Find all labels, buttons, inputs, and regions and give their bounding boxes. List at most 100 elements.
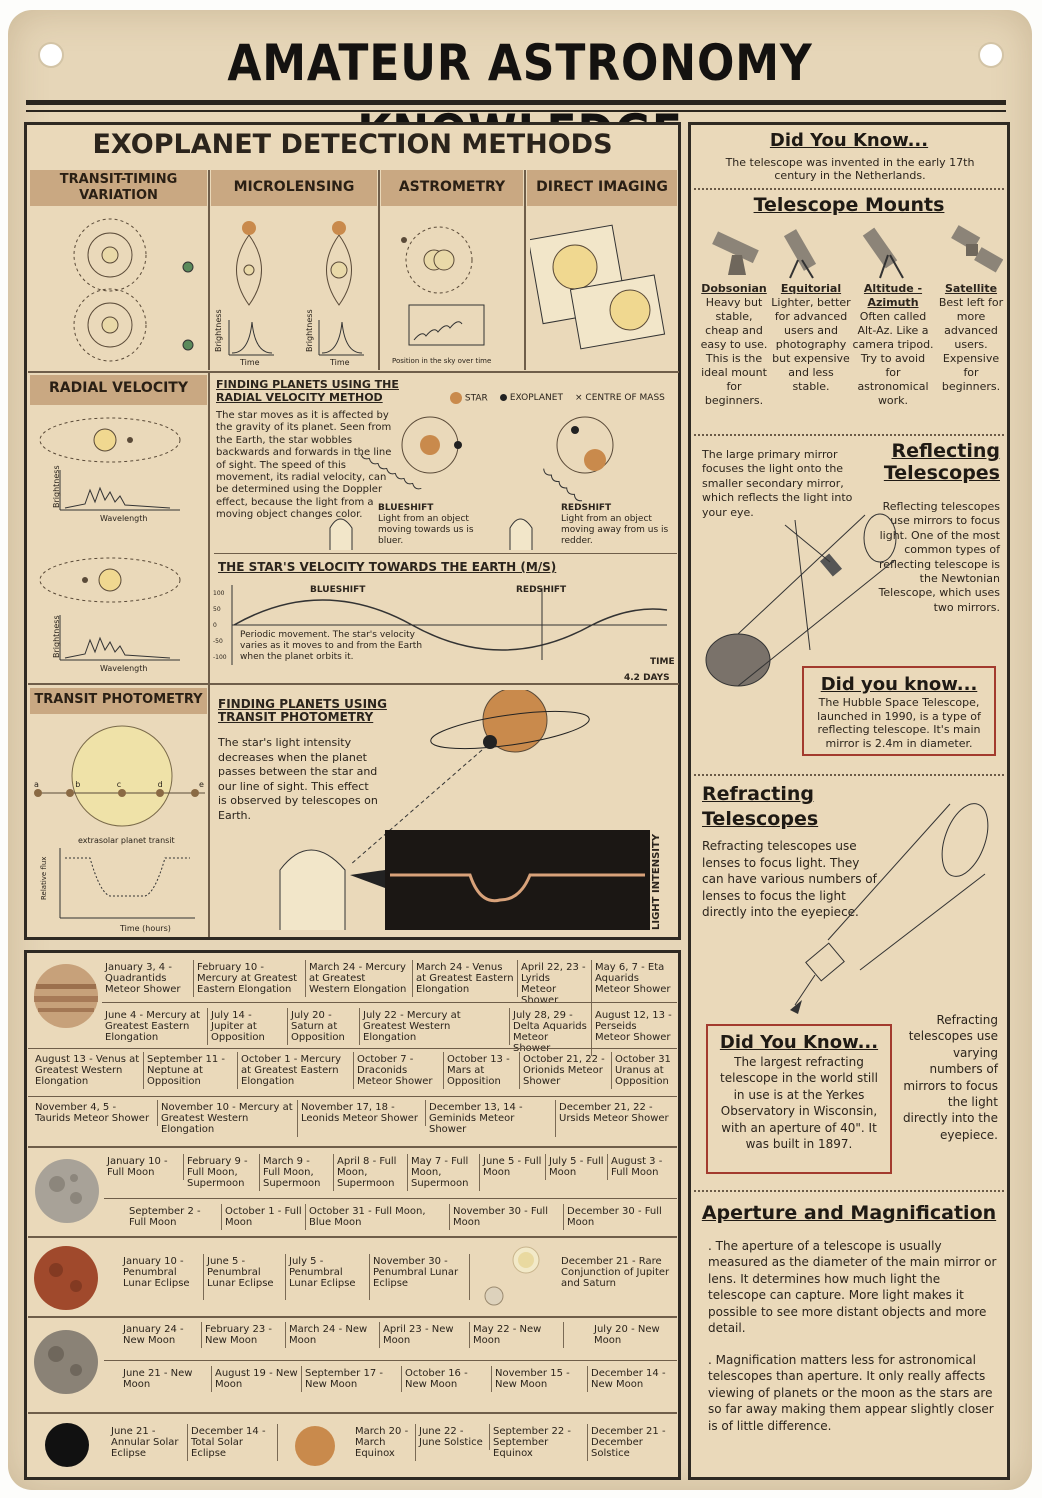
mount-name: Altitude - Azimuth	[863, 282, 923, 309]
method-direct-imaging-header: DIRECT IMAGING	[527, 170, 677, 206]
transit-xlabel: Time (hours)	[120, 924, 171, 933]
mount-equatorial: Equitorial Lighter, better for advanced …	[770, 282, 852, 394]
event-cell: June 21 - New Moon	[120, 1366, 212, 1392]
event-cell: January 10 - Penumbral Lunar Eclipse	[120, 1254, 204, 1300]
mounts-illustration	[712, 225, 1003, 279]
divider	[28, 371, 679, 373]
y-tick: 100	[213, 590, 225, 597]
mount-dobsonian: Dobsonian Heavy but stable, cheap and ea…	[698, 282, 770, 408]
event-cell: December 14 - Total Solar Eclipse	[188, 1424, 278, 1461]
event-cell: February 10 - Mercury at Greatest Easter…	[194, 960, 306, 997]
transit-points: a b c d e	[34, 778, 204, 791]
dyk3-box	[706, 1024, 892, 1174]
event-cell: May 7 - Full Moon, Supermoon	[408, 1154, 480, 1191]
new-moon-icon	[34, 1330, 98, 1394]
blood-moon-icon	[34, 1246, 98, 1310]
refracting-telescope-diagram	[790, 803, 989, 1014]
mount-name: Equitorial	[780, 282, 842, 295]
event-cell: December 21, 22 - Ursids Meteor Shower	[559, 1102, 669, 1124]
mount-satellite: Satellite Best left for more advanced us…	[936, 282, 1006, 394]
event-cell: August 13 - Venus at Greatest Western El…	[32, 1052, 144, 1089]
event-cell: January 24 - New Moon	[120, 1322, 202, 1348]
event-cell: November 4, 5 - Taurids Meteor Shower	[32, 1100, 158, 1126]
event-cell: March 24 - Mercury at Greatest Western E…	[306, 960, 413, 997]
satellite-icon	[951, 225, 1003, 273]
time-axis: TIME	[650, 657, 675, 667]
mount-text: Often called Alt-Az. Like a camera tripo…	[852, 310, 934, 407]
divider	[28, 1096, 677, 1097]
divider	[28, 1048, 677, 1049]
event-cell: April 22, 23 - Lyrids Meteor Shower	[518, 960, 592, 1008]
dyk3-title: Did You Know...	[719, 1032, 879, 1053]
event-cell: October 7 - Draconids Meteor Shower	[354, 1052, 444, 1089]
blueshift-text: Light from an object moving towards us i…	[378, 514, 474, 546]
transit-body: The star's light intensity decreases whe…	[218, 736, 378, 822]
doppler-diagram	[329, 416, 614, 550]
screw-hole-icon	[978, 42, 1004, 68]
radial-finding-title: FINDING PLANETS USING THE RADIAL VELOCIT…	[216, 378, 399, 404]
jupiter-icon	[34, 964, 98, 1028]
divider	[208, 373, 210, 683]
event-cell: June 5 - Penumbral Lunar Eclipse	[204, 1254, 286, 1300]
event-cell: September 11 - Neptune at Opposition	[144, 1052, 238, 1089]
legend-centre: × CENTRE OF MASS	[575, 393, 665, 403]
divider	[208, 170, 210, 370]
event-cell: July 5 - Penumbral Lunar Eclipse	[286, 1254, 370, 1300]
mount-name: Dobsonian	[701, 282, 767, 295]
event-cell: June 22 - June Solstice	[416, 1424, 490, 1450]
legend-centre-label: CENTRE OF MASS	[585, 393, 665, 403]
event-cell: February 9 - Full Moon, Supermoon	[184, 1154, 260, 1191]
event-cell: December 21 - Rare Conjunction of Jupite…	[561, 1256, 670, 1289]
transit-header: TRANSIT PHOTOMETRY	[30, 688, 207, 714]
y-tick: -100	[213, 654, 227, 661]
legend-star: STAR	[450, 392, 488, 406]
event-cell: December 21 - December Solstice	[591, 1426, 666, 1459]
redshift-axis: REDSHIFT	[516, 585, 567, 595]
event-cell: June 4 - Mercury at Greatest Eastern Elo…	[102, 1008, 208, 1045]
event-cell: January 10 - Full Moon	[104, 1154, 184, 1180]
radial-body: The star moves as it is affected by the …	[216, 410, 392, 521]
microlensing-ylabel: Brightness	[305, 309, 314, 352]
event-cell: November 10 - Mercury at Greatest Wester…	[158, 1100, 298, 1137]
divider	[28, 1236, 677, 1238]
aperture-p2: . Magnification matters less for astrono…	[708, 1353, 994, 1433]
microlensing-xlabel: Time	[330, 358, 350, 367]
velocity-ticks: 100 50 0 -50 -100	[213, 586, 227, 666]
microlensing-diagram	[228, 221, 364, 356]
event-cell: September 2 - Full Moon	[126, 1204, 222, 1230]
direct-imaging-diagram	[530, 224, 666, 350]
redshift-text: Light from an object moving away from us…	[561, 514, 669, 546]
dyk2-text: The Hubble Space Telescope, launched in …	[817, 696, 981, 750]
microlensing-ylabel: Brightness	[214, 309, 223, 352]
event-cell: June 5 - Full Moon	[480, 1154, 546, 1180]
event-cell: September 22 - September Equinox	[490, 1424, 588, 1461]
wavelength-label: Wavelength	[100, 664, 148, 673]
point-d: d	[157, 780, 163, 789]
event-cell: June 21 - Annular Solar Eclipse	[108, 1424, 188, 1461]
refracting-side-text: Refracting telescopes use varying number…	[902, 1013, 998, 1142]
dyk2-title: Did you know...	[820, 674, 978, 695]
divider	[208, 685, 210, 937]
divider	[694, 188, 1004, 190]
reflecting-title: Reflecting Telescopes	[883, 440, 1000, 484]
radial-velocity-header: RADIAL VELOCITY	[30, 375, 207, 405]
divider	[28, 1316, 677, 1318]
event-cell: October 21, 22 - Orionids Meteor Shower	[520, 1052, 612, 1089]
full-moon-icon	[35, 1159, 99, 1223]
brightness-label: Brightness	[52, 615, 61, 658]
point-c: c	[116, 780, 122, 789]
divider	[524, 170, 526, 370]
event-cell: October 1 - Full Moon	[222, 1204, 306, 1230]
legend-star-label: STAR	[464, 393, 488, 404]
legend-exoplanet: EXOPLANET	[500, 392, 563, 405]
page-title: AMATEUR ASTRONOMY KNOWLEDGE	[227, 34, 813, 162]
event-cell: December 30 - Full Moon	[567, 1206, 662, 1228]
event-cell: October 31 - Full Moon, Blue Moon	[306, 1204, 450, 1230]
blueshift-label: BLUESHIFT	[378, 503, 434, 513]
days-label: 4.2 DAYS	[624, 673, 670, 683]
event-cell: November 15 - New Moon	[492, 1366, 588, 1392]
divider	[28, 683, 679, 685]
divider	[214, 553, 677, 554]
event-cell: November 17, 18 - Leonids Meteor Shower	[298, 1100, 426, 1126]
mounts-title: Telescope Mounts	[753, 194, 945, 216]
